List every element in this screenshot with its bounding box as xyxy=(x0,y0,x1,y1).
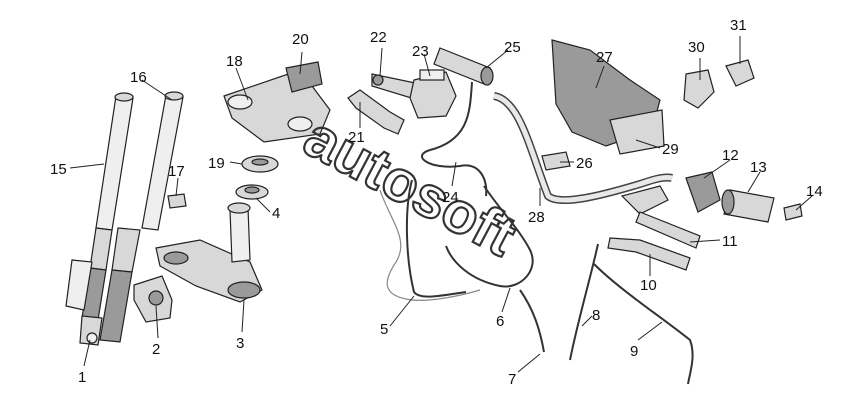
callout-19: 19 xyxy=(208,155,225,172)
callout-25: 25 xyxy=(504,39,521,56)
grip-13 xyxy=(721,189,775,223)
callout-29: 29 xyxy=(662,141,679,158)
callout-31: 31 xyxy=(730,17,747,34)
clamp-26 xyxy=(541,151,571,171)
callout-22: 22 xyxy=(370,29,387,46)
callout-8: 8 xyxy=(592,307,600,324)
callout-15: 15 xyxy=(50,161,67,178)
clip-31 xyxy=(725,59,755,87)
callout-12: 12 xyxy=(722,147,739,164)
fork-plate-2 xyxy=(133,275,173,323)
callout-30: 30 xyxy=(688,39,705,56)
callout-28: 28 xyxy=(528,209,545,226)
callout-11: 11 xyxy=(722,233,738,250)
callout-26: 26 xyxy=(576,155,593,172)
callout-2: 2 xyxy=(152,341,160,358)
callout-9: 9 xyxy=(630,343,638,360)
clip-30 xyxy=(683,69,715,109)
bar-end-14 xyxy=(783,203,803,221)
callout-13: 13 xyxy=(750,159,767,176)
callout-10: 10 xyxy=(640,277,657,294)
cable-24 xyxy=(421,81,488,197)
callout-21: 21 xyxy=(348,129,365,146)
callout-27: 27 xyxy=(596,49,613,66)
cable-5-grey xyxy=(379,189,481,301)
cable-7 xyxy=(519,289,545,353)
master-cylinder-23 xyxy=(409,69,457,119)
callout-20: 20 xyxy=(292,31,309,48)
callout-5: 5 xyxy=(380,321,388,338)
callout-23: 23 xyxy=(412,43,429,60)
cable-5 xyxy=(405,179,467,298)
callout-1: 1 xyxy=(78,369,86,386)
bearing-19 xyxy=(241,155,279,173)
callout-7: 7 xyxy=(508,371,516,388)
fork-leg-left xyxy=(65,92,134,321)
upper-triple-clamp-18 xyxy=(223,61,331,143)
callout-3: 3 xyxy=(236,335,244,352)
bushing-17 xyxy=(167,193,187,209)
leader-lines xyxy=(69,36,813,373)
cable-9 xyxy=(593,263,694,385)
bearing-4 xyxy=(235,184,269,200)
grip-25 xyxy=(433,47,494,86)
switch-12 xyxy=(685,171,721,213)
lever-11 xyxy=(620,185,701,249)
watermark-text: autosoft xyxy=(294,104,526,269)
callout-4: 4 xyxy=(272,205,280,222)
callout-24: 24 xyxy=(442,189,459,206)
callout-numbers: 1 2 3 4 5 6 7 8 9 10 11 12 13 14 15 16 1… xyxy=(50,17,823,388)
fork-leg-right xyxy=(79,91,184,346)
callout-14: 14 xyxy=(806,183,823,200)
callout-16: 16 xyxy=(130,69,147,86)
cable-6 xyxy=(445,185,534,288)
handlebar-cover-27 xyxy=(551,39,665,155)
lower-triple-clamp-3 xyxy=(155,202,263,303)
lever-10 xyxy=(607,237,691,271)
callout-6: 6 xyxy=(496,313,504,330)
cable-8 xyxy=(569,243,599,361)
lever-21 xyxy=(347,89,405,135)
callout-17: 17 xyxy=(168,163,185,180)
callout-18: 18 xyxy=(226,53,243,70)
